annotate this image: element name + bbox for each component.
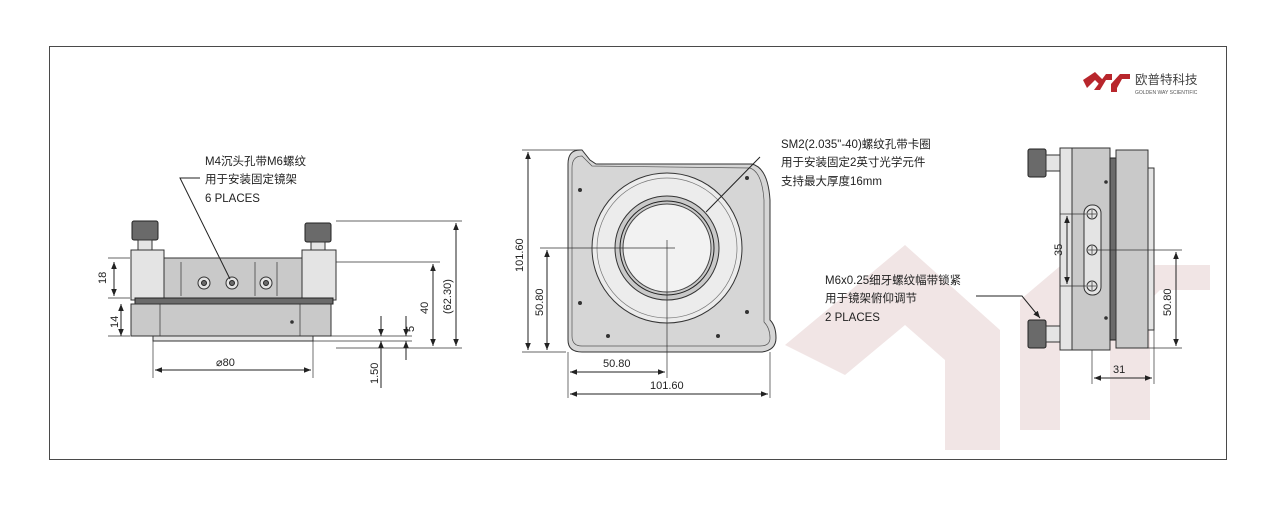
right-view: 35 50.80 31 M6x0.25细牙螺纹幅带锁紧 用于镜架俯仰调节 2 P… <box>825 147 1182 384</box>
spring-gap <box>134 297 334 305</box>
front-note-line-1: SM2(2.035"-40)螺纹孔带卡圈 <box>781 137 931 151</box>
dim-1-50: 1.50 <box>369 363 381 384</box>
right-block <box>301 249 337 301</box>
right-note-line-1: M6x0.25细牙螺纹幅带锁紧 <box>825 273 961 287</box>
right-note-line-2: 用于镜架俯仰调节 <box>825 291 917 305</box>
note-leader <box>705 156 761 213</box>
dim-5: 5 <box>405 326 417 332</box>
brand-name-en: GOLDEN WAY SCIENTIFIC <box>1135 90 1198 96</box>
front-view: SM2(2.035"-40)螺纹孔带卡圈 用于安装固定2英寸光学元件 支持最大厚… <box>514 137 931 398</box>
dim-35: 35 <box>1053 244 1065 256</box>
dim-50-80-h: 50.80 <box>603 358 631 370</box>
dim-18: 18 <box>97 272 109 284</box>
adjuster-knob <box>131 220 159 241</box>
adjuster-knob <box>1027 148 1047 178</box>
dim-31: 31 <box>1113 364 1125 376</box>
note-leader <box>179 177 231 280</box>
dim-101-60-v: 101.60 <box>514 238 526 272</box>
dim-dia-80: ⌀80 <box>216 357 235 369</box>
dim-50-80-right: 50.80 <box>1162 288 1174 316</box>
side-view: M4沉头孔带M6螺纹 用于安装固定镜架 6 PLACES 18 14 40 (6… <box>97 154 462 388</box>
drawing-frame <box>49 46 1227 460</box>
dim-62-30: (62.30) <box>442 279 454 314</box>
dim-50-80-v: 50.80 <box>534 288 546 316</box>
optic-ring <box>1147 167 1155 331</box>
spring-gap <box>1109 157 1117 341</box>
optic-ring <box>152 335 314 342</box>
brand-mark-icon <box>1083 72 1130 92</box>
dim-101-60-h: 101.60 <box>650 380 684 392</box>
back-plate-side <box>1115 149 1149 349</box>
front-note-line-2: 用于安装固定2英寸光学元件 <box>781 155 925 169</box>
adjuster-knob <box>304 222 332 243</box>
side-note-line-3: 6 PLACES <box>205 193 260 205</box>
side-note-line-1: M4沉头孔带M6螺纹 <box>205 154 306 168</box>
knob-shaft <box>310 241 326 251</box>
dim-40: 40 <box>419 302 431 314</box>
back-plate <box>130 303 332 337</box>
side-note-line-2: 用于安装固定镜架 <box>205 172 297 186</box>
dim-14: 14 <box>109 316 121 328</box>
adjuster-knob <box>1027 319 1047 349</box>
knob-shaft <box>137 239 153 251</box>
front-note-line-3: 支持最大厚度16mm <box>781 174 882 188</box>
brand-logo: 欧普特科技 GOLDEN WAY SCIENTIFIC <box>1083 72 1198 96</box>
left-block <box>130 249 165 301</box>
brand-name-cn: 欧普特科技 <box>1135 72 1198 87</box>
note-leader <box>976 295 1041 319</box>
right-note-line-3: 2 PLACES <box>825 312 880 324</box>
